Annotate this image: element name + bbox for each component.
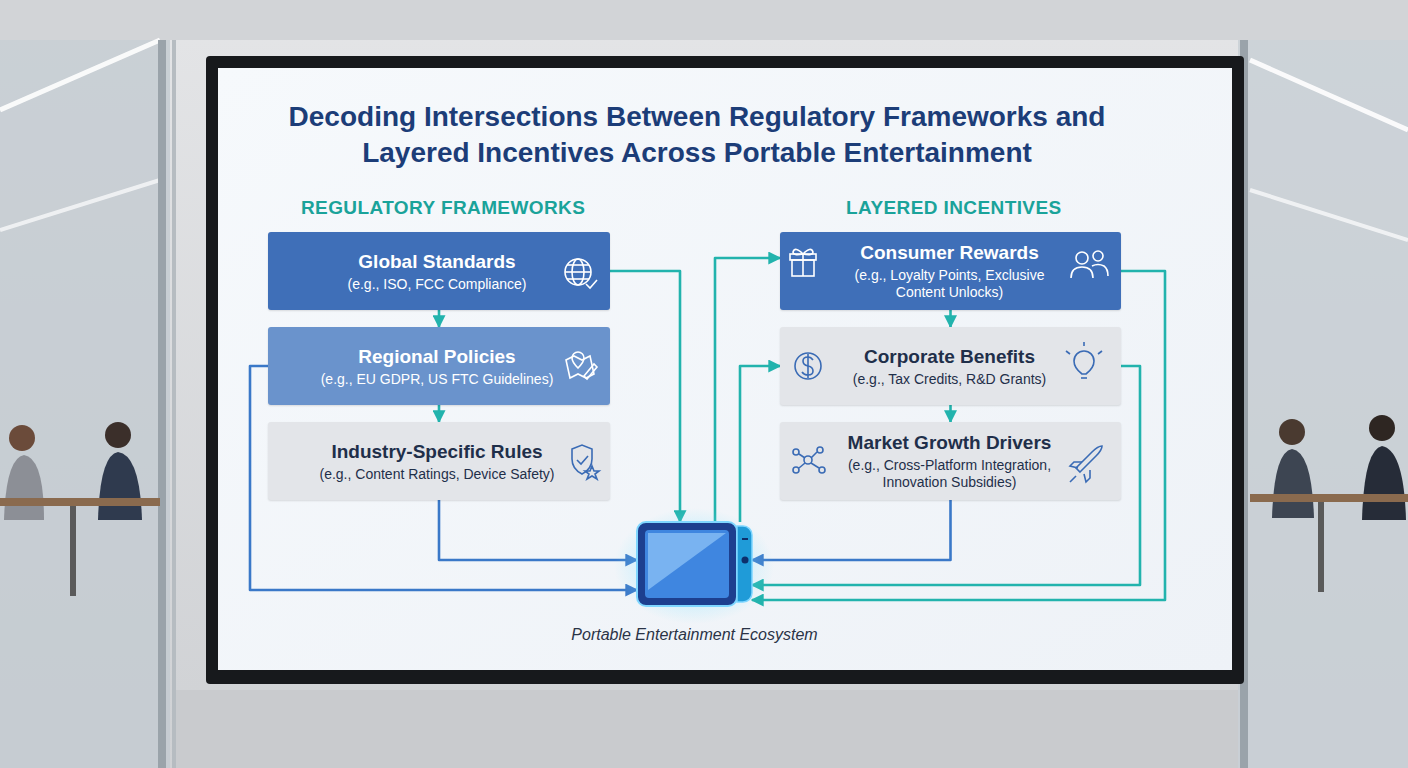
connector-line: [752, 500, 951, 560]
flow-connector: [439, 500, 637, 560]
box-detail: (e.g., ISO, FCC Compliance): [348, 276, 527, 293]
scene-part: [737, 526, 752, 602]
scene-part: [70, 506, 76, 596]
flow-connector: [715, 258, 780, 522]
floor: [176, 690, 1238, 768]
category-box: Market Growth Drivers (e.g., Cross-Platfo…: [780, 422, 1121, 500]
category-box: Corporate Benefits (e.g., Tax Credits, R&…: [780, 327, 1121, 405]
connector-line: [715, 258, 780, 522]
scene-part: [1362, 446, 1406, 520]
box-heading: Consumer Rewards: [860, 241, 1038, 264]
box-heading: Corporate Benefits: [864, 345, 1035, 368]
scene-part: [742, 538, 748, 540]
flow-connector: [740, 366, 780, 522]
scene-part: [1272, 449, 1314, 518]
connector-line: [438, 405, 441, 422]
box-heading: Global Standards: [358, 250, 515, 273]
ecosystem-caption: Portable Entertainment Ecosystem: [571, 626, 817, 644]
scene-part: [1238, 40, 1408, 768]
scene-part: [637, 522, 737, 606]
box-detail: (e.g., EU GDPR, US FTC Guidelines): [321, 371, 554, 388]
box-detail: (e.g., Tax Credits, R&D Grants): [853, 371, 1046, 388]
handheld-console: [614, 508, 774, 624]
scene-part: [1369, 415, 1395, 441]
column-heading: LAYERED INCENTIVES: [846, 197, 1062, 219]
scene-part: [4, 455, 44, 520]
scene-part: [98, 452, 142, 520]
connector-line: [740, 366, 780, 522]
scene-part: [1250, 190, 1408, 240]
scene-part: [1250, 494, 1408, 502]
connector-line: [438, 310, 441, 327]
column-heading: REGULATORY FRAMEWORKS: [301, 197, 585, 219]
box-detail: (e.g., Loyalty Points, Exclusive Content…: [830, 267, 1069, 301]
category-box: Regional Policies (e.g., EU GDPR, US FTC …: [268, 327, 610, 405]
scene-part: [648, 533, 726, 590]
right-glass-room: [1238, 40, 1408, 768]
scene-part: [0, 180, 160, 230]
screen-panel: [218, 68, 1232, 670]
connector-line: [752, 271, 1165, 600]
screen-bezel: [206, 56, 1244, 684]
category-box: Global Standards (e.g., ISO, FCC Complian…: [268, 232, 610, 310]
scene-part: [172, 40, 176, 768]
connector-line: [949, 405, 952, 422]
connector-line: [610, 271, 680, 522]
scene-part: [9, 425, 35, 451]
scene-part: [1279, 419, 1305, 445]
scene-part: [158, 40, 166, 768]
flow-connector: [439, 405, 440, 422]
device-node: Portable Entertainment Ecosystem: [637, 522, 752, 606]
connector-line: [439, 500, 637, 560]
left-glass-room: [0, 40, 176, 768]
ceiling: [0, 0, 1408, 40]
box-heading: Industry-Specific Rules: [331, 440, 542, 463]
flow-connector: [950, 405, 951, 422]
category-box: Consumer Rewards (e.g., Loyalty Points, E…: [780, 232, 1121, 310]
flow-connector: [439, 310, 440, 327]
scene-part: [645, 530, 729, 598]
scene-part: [0, 498, 160, 506]
diagram-title: Decoding Intersections Between Regulator…: [250, 99, 1144, 171]
scene-part: [742, 557, 749, 564]
flow-connector: [752, 271, 1165, 600]
box-heading: Market Growth Drivers: [848, 431, 1052, 454]
scene-part: [1318, 502, 1324, 592]
box-heading: Regional Policies: [358, 345, 515, 368]
connector-line: [949, 310, 952, 327]
category-box: Industry-Specific Rules (e.g., Content Ra…: [268, 422, 610, 500]
scene-part: [0, 40, 160, 110]
scene-part: [0, 40, 170, 768]
box-detail: (e.g., Content Ratings, Device Safety): [320, 466, 555, 483]
flow-connector: [610, 271, 680, 522]
scene-part: [105, 422, 131, 448]
scene-part: [1250, 60, 1408, 130]
flow-connector: [950, 310, 951, 327]
scene-part: [614, 508, 774, 624]
box-detail: (e.g., Cross-Platform Integration, Innov…: [830, 457, 1069, 491]
flow-connector: [752, 500, 951, 560]
